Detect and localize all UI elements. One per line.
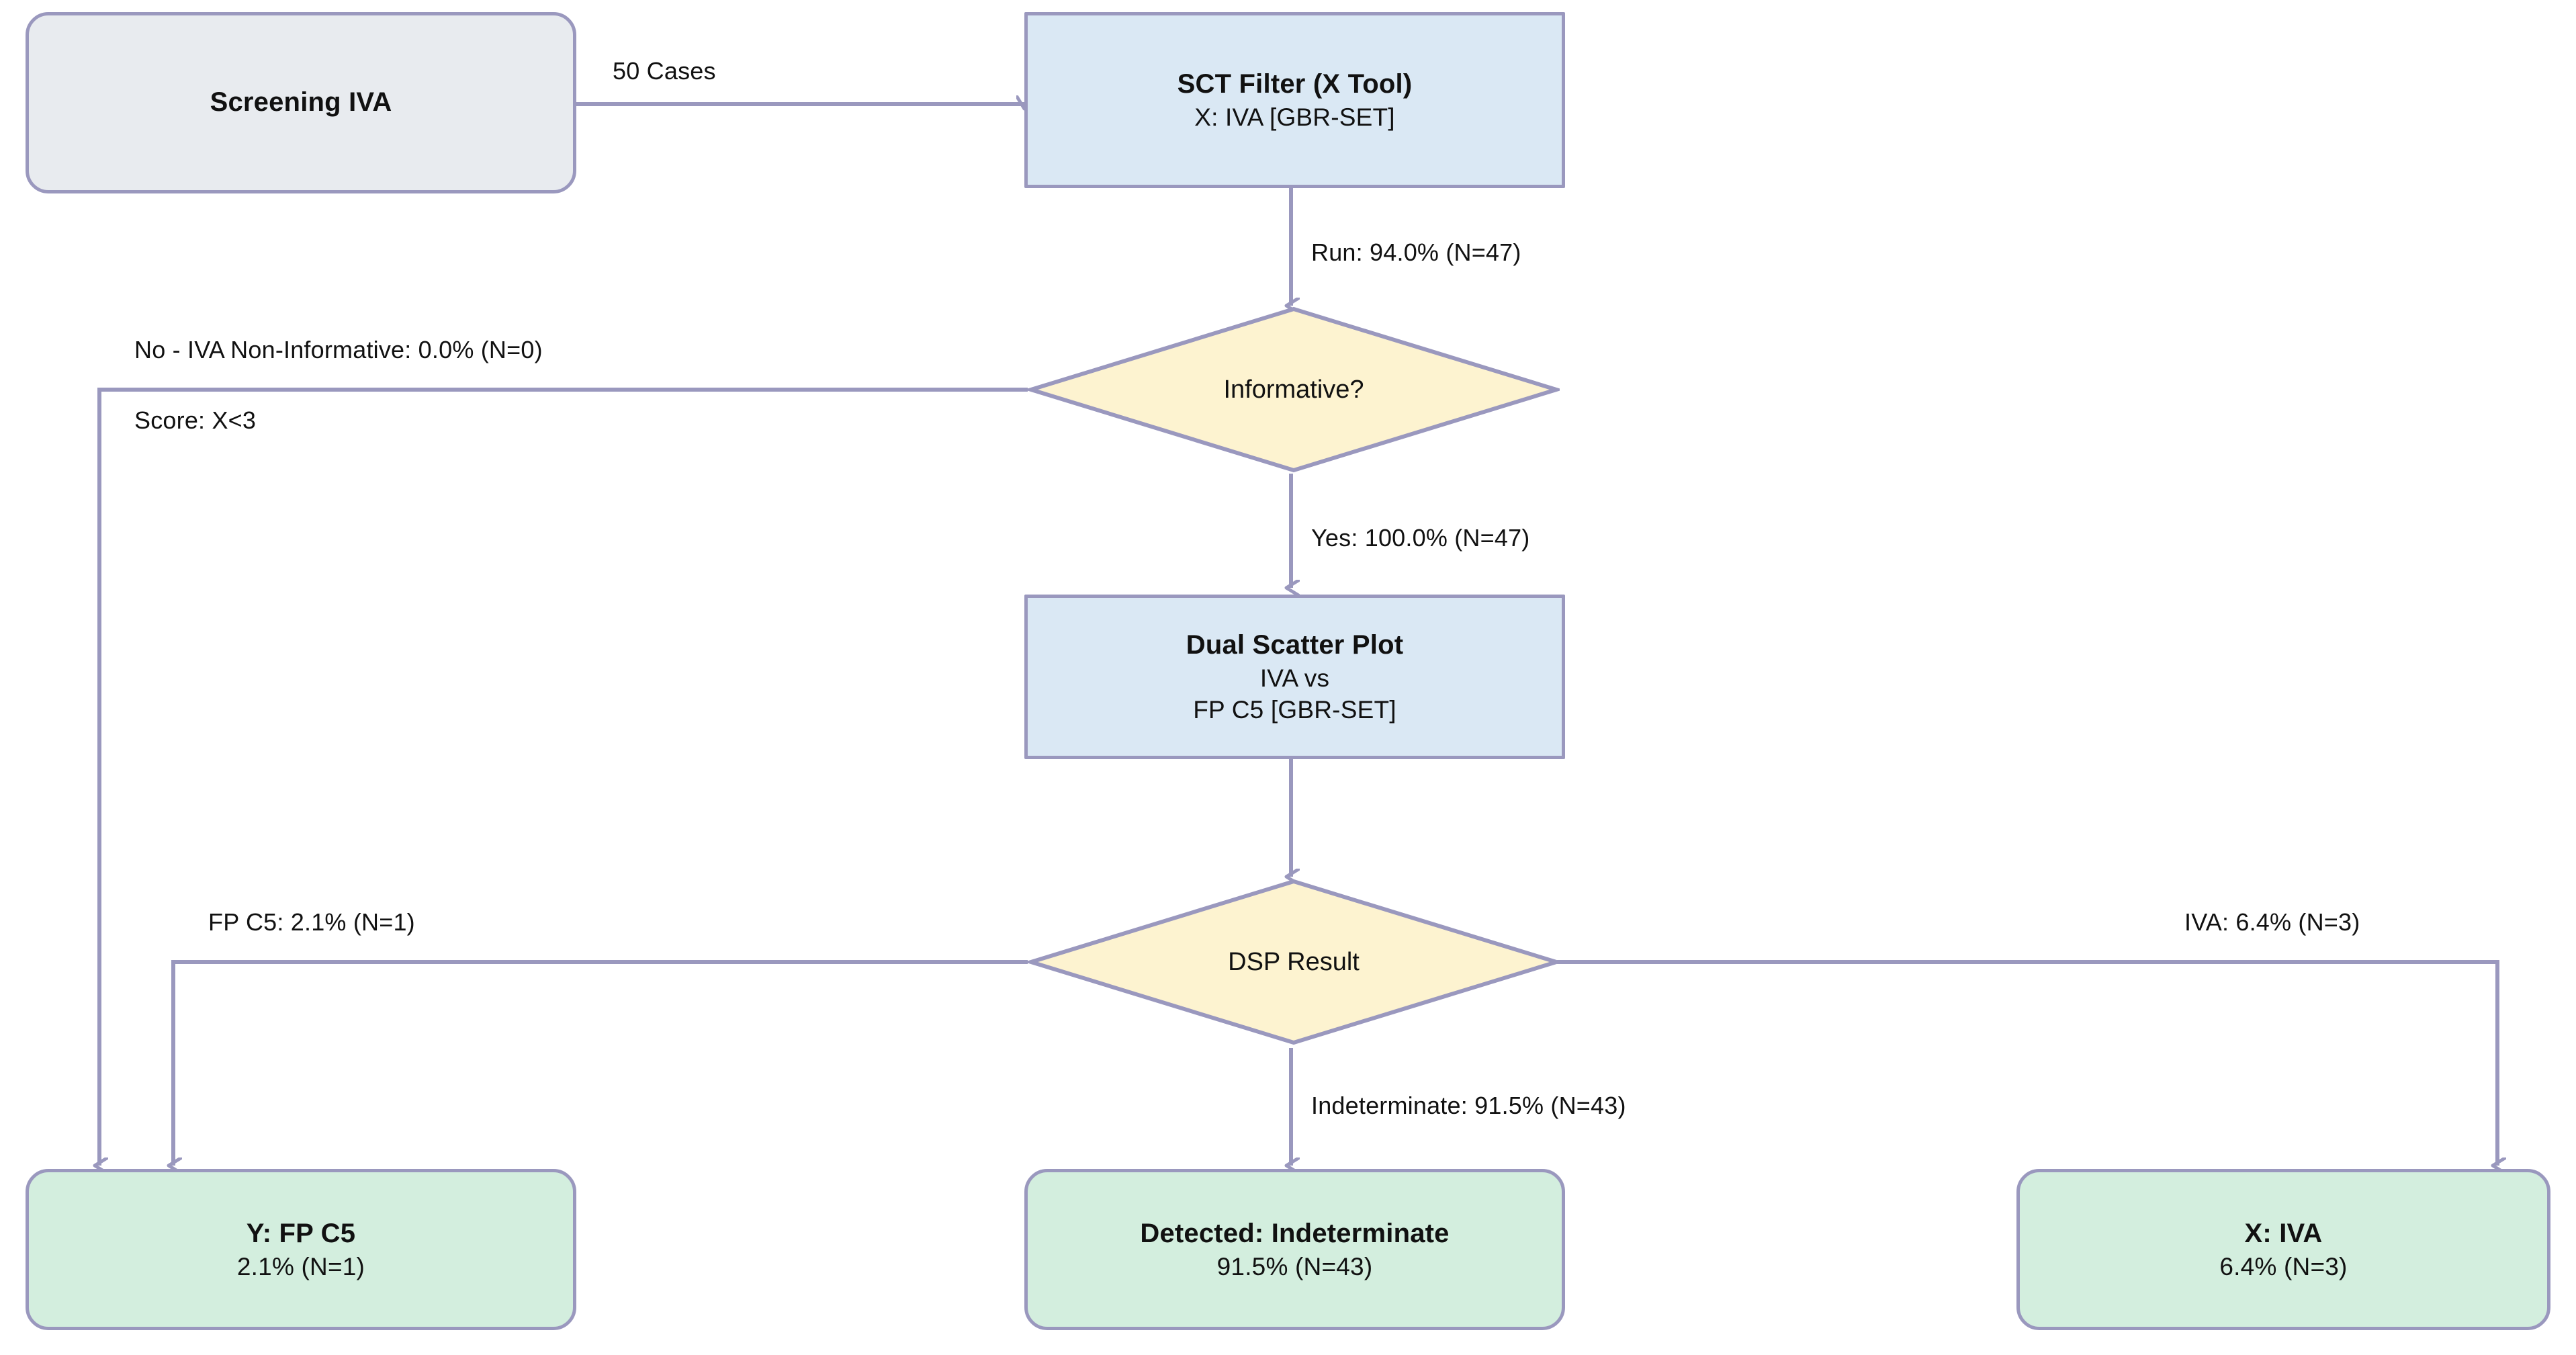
node-screening-iva-title: Screening IVA [210,87,392,118]
node-output-indeterminate-title: Detected: Indeterminate [1140,1218,1450,1248]
diamond-shape-dsp-result [1028,879,1560,1045]
edge-label-yes: Yes: 100.0% (N=47) [1311,524,1530,552]
node-sct-filter-title: SCT Filter (X Tool) [1177,69,1413,99]
node-sct-filter-subtitle: X: IVA [GBR-SET] [1194,103,1395,131]
node-sct-filter[interactable]: SCT Filter (X Tool) X: IVA [GBR-SET] [1024,12,1565,188]
edge-label-run: Run: 94.0% (N=47) [1311,238,1521,266]
node-dsp-result-label: DSP Result [1228,947,1360,976]
node-dual-scatter-plot-sub1: IVA vs [1259,664,1330,692]
node-output-indeterminate-stats: 91.5% (N=43) [1216,1252,1373,1280]
node-dual-scatter-plot-title: Dual Scatter Plot [1186,629,1404,660]
edge-label-no-non-informative: No - IVA Non-Informative: 0.0% (N=0) [134,336,543,363]
edge-label-cases: 50 Cases [613,57,716,85]
edge-informative-no [99,388,1028,1166]
node-dual-scatter-plot-sub2: FP C5 [GBR-SET] [1193,696,1396,724]
edge-dsp-iva [1557,960,2497,1166]
edge-label-score: Score: X<3 [134,406,257,434]
node-informative-label: Informative? [1223,375,1364,404]
edge-dsp-fp-c5 [173,960,1028,1166]
node-output-fp-c5-stats: 2.1% (N=1) [236,1252,365,1280]
node-informative-decision[interactable]: Informative? [1028,306,1560,474]
node-output-indeterminate[interactable]: Detected: Indeterminate 91.5% (N=43) [1024,1169,1565,1330]
edge-label-iva-right: IVA: 6.4% (N=3) [2184,908,2360,936]
node-dsp-result-decision[interactable]: DSP Result [1028,878,1560,1046]
node-output-iva-stats: 6.4% (N=3) [2219,1252,2348,1280]
edge-label-fp-c5: FP C5: 2.1% (N=1) [208,908,415,936]
node-screening-iva[interactable]: Screening IVA [26,12,576,193]
node-output-iva-title: X: IVA [2244,1218,2323,1248]
edge-label-indeterminate: Indeterminate: 91.5% (N=43) [1311,1092,1626,1119]
node-output-fp-c5[interactable]: Y: FP C5 2.1% (N=1) [26,1169,576,1330]
node-dual-scatter-plot[interactable]: Dual Scatter Plot IVA vs FP C5 [GBR-SET] [1024,595,1565,759]
diamond-shape-informative [1028,306,1560,473]
node-output-fp-c5-title: Y: FP C5 [246,1218,356,1248]
node-output-iva[interactable]: X: IVA 6.4% (N=3) [2016,1169,2550,1330]
